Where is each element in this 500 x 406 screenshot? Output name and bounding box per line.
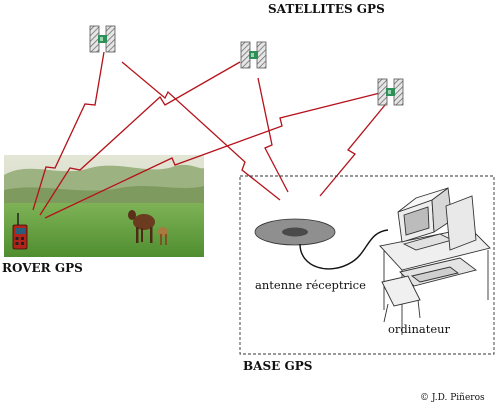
signal-sat2-rover — [39, 61, 241, 216]
cow — [128, 210, 155, 243]
signal-sat3-rover — [44, 92, 381, 219]
signal-lines — [32, 51, 386, 219]
signal-sat1-base — [121, 61, 281, 201]
signal-sat1-rover — [32, 51, 105, 211]
title-satellites: SATELLITES GPS — [268, 2, 385, 16]
label-base: BASE GPS — [243, 359, 312, 373]
label-copyright: © J.D. Piñeros — [420, 393, 485, 403]
computer-icon — [379, 187, 491, 335]
signal-sat2-base — [257, 77, 289, 193]
satellite-icon — [240, 41, 267, 69]
label-antenna: antenne réceptrice — [255, 278, 366, 292]
label-rover: ROVER GPS — [2, 261, 83, 275]
label-computer: ordinateur — [388, 322, 451, 336]
antenna-cable — [299, 229, 389, 270]
calf — [158, 227, 168, 245]
base-station-box — [239, 175, 495, 355]
rover-photo — [4, 155, 204, 257]
gps-receiver-icon — [12, 213, 28, 250]
dish-antenna-icon — [254, 218, 336, 246]
satellite-icon — [89, 25, 116, 53]
signal-sat3-base — [319, 104, 386, 197]
satellite-icon — [377, 78, 404, 106]
